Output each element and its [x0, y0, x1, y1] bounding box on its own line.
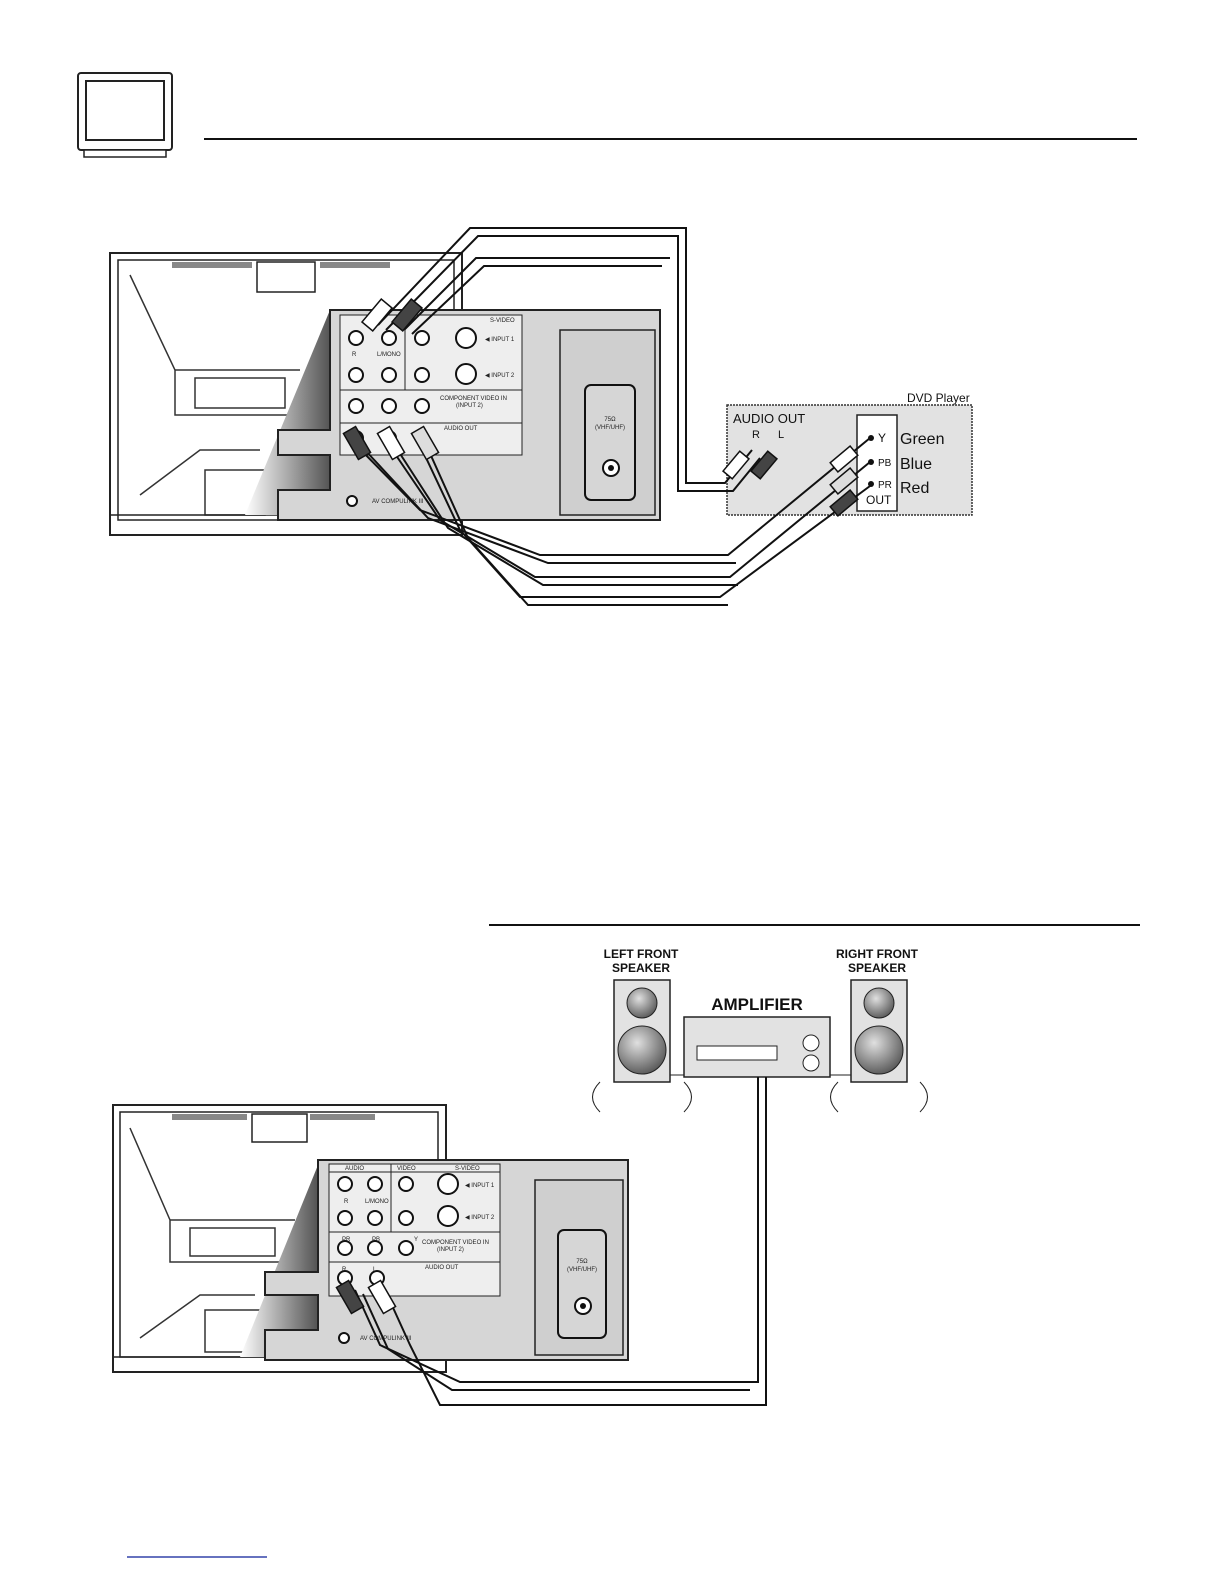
- r-label: R: [352, 352, 357, 358]
- left-speaker-label: LEFT FRONT: [604, 947, 679, 961]
- compulink-label-2: AV COMPULINK III: [360, 1336, 412, 1342]
- input1-label-2: ◀ INPUT 1: [465, 1183, 495, 1189]
- pr-label: PR: [342, 1237, 351, 1243]
- dvd-player-label: DVD Player: [907, 391, 970, 405]
- audio-out-title: AUDIO OUT: [733, 411, 805, 426]
- component-y-label: Y: [878, 431, 886, 445]
- input2-label-2: ◀ INPUT 2: [465, 1215, 495, 1221]
- amplifier-label: AMPLIFIER: [711, 995, 803, 1014]
- lmono-label: L/MONO: [377, 352, 401, 358]
- panel-shading-2: [240, 1165, 322, 1357]
- red-label: Red: [900, 480, 929, 497]
- component-cables: [355, 437, 871, 606]
- blue-label: Blue: [900, 456, 932, 473]
- component-pb-label: PB: [878, 458, 892, 469]
- audio-out-label-2: AUDIO OUT: [425, 1265, 459, 1271]
- amp-cable-plugs: [335, 1279, 397, 1315]
- r-label-2: R: [344, 1199, 349, 1205]
- antenna-label-b: 75Ω: [576, 1259, 588, 1265]
- cable-plugs: [342, 297, 859, 518]
- l-out-label: L: [373, 1267, 377, 1273]
- section-rule-svg: [489, 924, 1140, 926]
- right-speaker-label-2: SPEAKER: [848, 961, 906, 975]
- r-out-label: R: [342, 1267, 347, 1273]
- tv-icon: [77, 72, 173, 158]
- audio-r-label: R: [752, 429, 760, 441]
- pb-label: PB: [372, 1237, 380, 1243]
- audio-out-label: AUDIO OUT: [444, 426, 478, 432]
- audio-section-label: AUDIO: [345, 1166, 364, 1172]
- input1-label: ◀ INPUT 1: [485, 337, 515, 343]
- input2-label: ◀ INPUT 2: [485, 373, 515, 379]
- svideo-label: S-VIDEO: [490, 318, 515, 324]
- dvd-connection-diagram: 75Ω (VHF/UHF) S-VIDEO ◀ INPUT 1 ◀ INPUT …: [109, 227, 973, 606]
- component-pr-label: PR: [878, 480, 892, 491]
- tv-connector-panel-2: 75Ω (VHF/UHF) AUDIO VIDEO S-VIDEO R L/MO…: [264, 1159, 629, 1361]
- video-section-label: VIDEO: [397, 1166, 416, 1172]
- antenna-label-b2: (VHF/UHF): [567, 1267, 597, 1273]
- component-label-2: (INPUT 2): [456, 403, 483, 409]
- panel-shading: [245, 310, 335, 515]
- component-label: COMPONENT VIDEO IN: [440, 396, 507, 402]
- audio-cables: [377, 227, 761, 492]
- right-speaker-label: RIGHT FRONT: [836, 947, 919, 961]
- lmono-label-2: L/MONO: [365, 1199, 389, 1205]
- svideo-label-2: S-VIDEO: [455, 1166, 480, 1172]
- compulink-label: AV COMPULINK III: [372, 499, 424, 505]
- antenna-label-2: (VHF/UHF): [595, 425, 625, 431]
- right-speaker: [830, 979, 928, 1113]
- dvd-player: DVD Player AUDIO OUT R L Y PB PR OUT Gre…: [726, 391, 973, 516]
- component-out-label: OUT: [866, 493, 892, 507]
- left-speaker-label-2: SPEAKER: [612, 961, 670, 975]
- amp-cables: [354, 1077, 767, 1406]
- component-label-b: COMPONENT VIDEO IN: [422, 1240, 489, 1246]
- antenna-label: 75Ω: [604, 417, 616, 423]
- audio-l-label: L: [778, 429, 784, 441]
- tv-connector-panel: 75Ω (VHF/UHF) S-VIDEO ◀ INPUT 1 ◀ INPUT …: [277, 309, 661, 521]
- component-label-b2: (INPUT 2): [437, 1247, 464, 1253]
- y-label: Y: [414, 1237, 418, 1243]
- green-label: Green: [900, 431, 944, 448]
- left-speaker: [592, 979, 692, 1113]
- header: [77, 72, 1137, 158]
